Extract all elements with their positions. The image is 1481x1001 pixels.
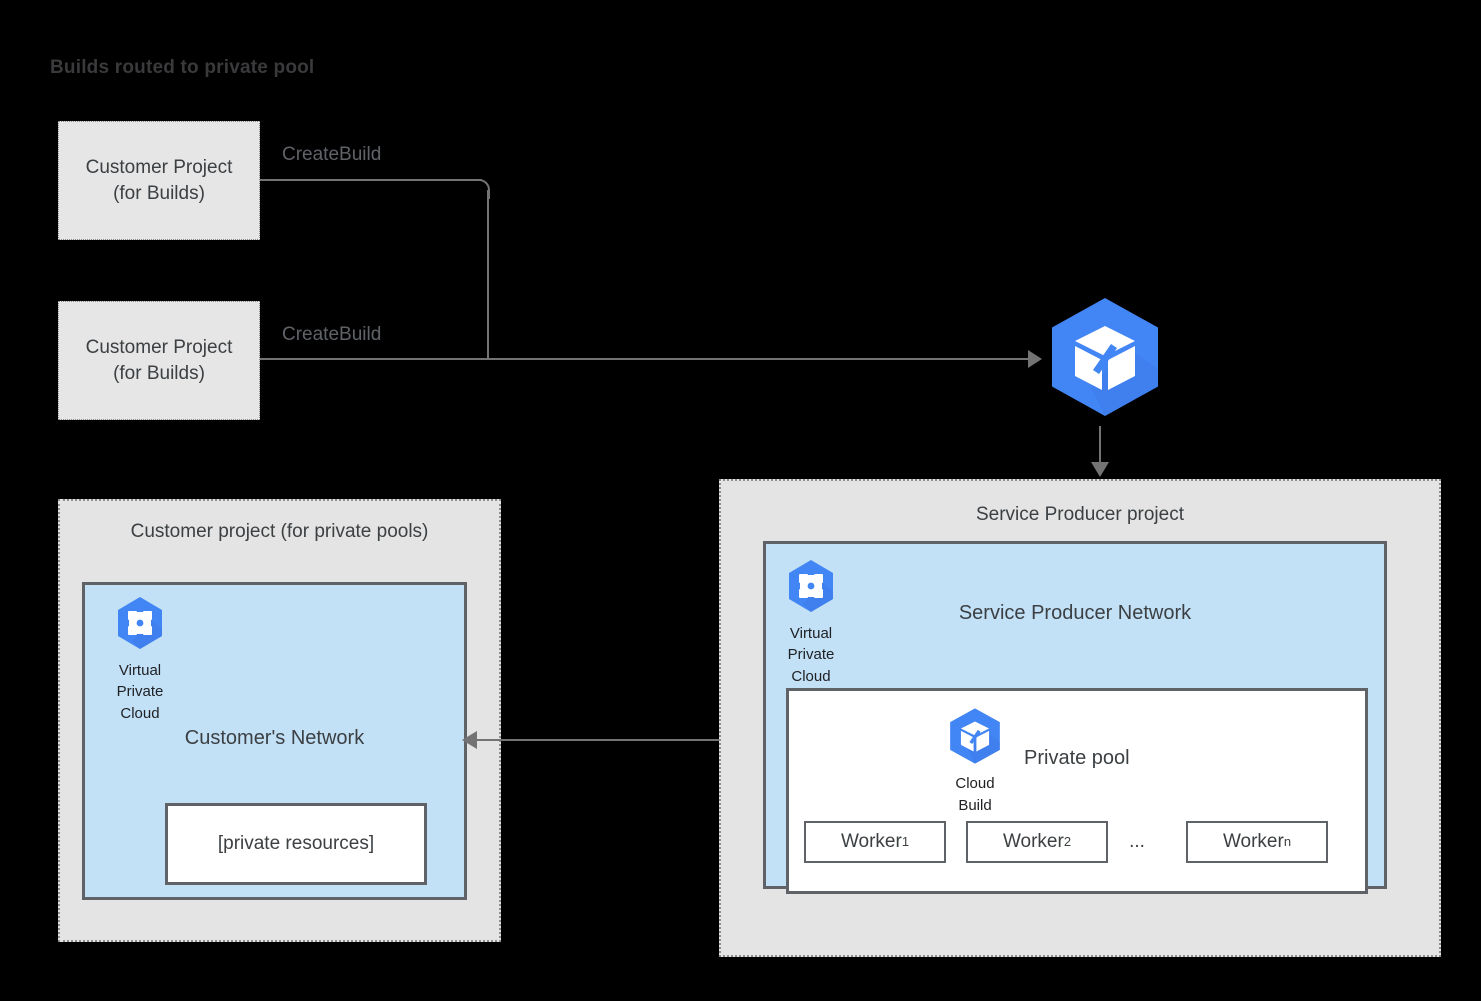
vpc-caption-line-2: Private bbox=[787, 646, 835, 664]
virtual-private-cloud-icon bbox=[789, 560, 833, 612]
createbuild-label-2: CreateBuild bbox=[282, 324, 382, 345]
cloud-build-group: Cloud Build bbox=[939, 705, 1011, 817]
arrow-head-peering-left bbox=[462, 731, 477, 749]
customer-project-builds-label-2: Customer Project (for Builds) bbox=[86, 335, 233, 385]
vpc-caption-line-1: Virtual bbox=[789, 625, 833, 642]
vpc-caption-line-3: Cloud bbox=[120, 704, 160, 722]
label-line-2: (for Builds) bbox=[113, 362, 205, 384]
customers-network-box[interactable]: Virtual Private Cloud Customer's Network… bbox=[82, 582, 467, 900]
page-title: Builds routed to private pool bbox=[50, 57, 315, 78]
customer-project-builds-label-1: Customer Project (for Builds) bbox=[86, 155, 233, 205]
cloud-build-icon bbox=[950, 708, 1000, 764]
vpc-caption-producer: Virtual Private Cloud bbox=[772, 623, 850, 687]
worker-label-1: Worker bbox=[840, 831, 902, 852]
private-resources-box[interactable]: [private resources] bbox=[165, 803, 427, 885]
private-resources-label: [private resources] bbox=[217, 833, 375, 854]
customer-private-pools-project-panel[interactable]: Customer project (for private pools) Vir… bbox=[58, 499, 501, 942]
private-pool-title: Private pool bbox=[1024, 747, 1130, 769]
customer-project-builds-box-1[interactable]: Customer Project (for Builds) bbox=[58, 121, 260, 240]
service-producer-project-panel[interactable]: Service Producer project Virtual Private bbox=[719, 479, 1441, 957]
customer-private-pools-project-title: Customer project (for private pools) bbox=[130, 521, 429, 542]
vpc-caption-customer: Virtual Private Cloud bbox=[101, 660, 179, 724]
connector-line-main bbox=[260, 358, 1035, 360]
connector-line-down bbox=[1099, 426, 1101, 468]
vpc-caption-line-3: Cloud bbox=[791, 667, 831, 685]
virtual-private-cloud-icon bbox=[118, 597, 162, 649]
service-producer-network-box[interactable]: Virtual Private Cloud Service Producer N… bbox=[763, 541, 1387, 894]
connector-line-top bbox=[260, 179, 482, 181]
arrow-head-to-service-producer bbox=[1091, 462, 1109, 477]
connector-line-vertical bbox=[487, 190, 489, 359]
cloud-build-caption-line-1: Cloud bbox=[955, 775, 995, 792]
worker-ellipsis: ... bbox=[1129, 831, 1145, 852]
customer-project-builds-box-2[interactable]: Customer Project (for Builds) bbox=[58, 301, 260, 420]
createbuild-label-1: CreateBuild bbox=[282, 144, 382, 165]
service-producer-network-title: Service Producer Network bbox=[958, 602, 1192, 624]
vpc-group-producer: Virtual Private Cloud bbox=[772, 558, 850, 687]
worker-label-n: Worker bbox=[1222, 831, 1284, 852]
label-line-1: Customer Project bbox=[85, 157, 233, 179]
cloud-build-icon[interactable] bbox=[1041, 293, 1169, 421]
arrow-head-to-cloud-build bbox=[1028, 350, 1042, 368]
vpc-caption-line-1: Virtual bbox=[118, 662, 162, 679]
network-peering-line bbox=[476, 739, 756, 741]
service-producer-project-title: Service Producer project bbox=[975, 504, 1185, 525]
worker-label-2: Worker bbox=[1002, 831, 1064, 852]
connector-corner bbox=[470, 179, 490, 199]
label-line-1: Customer Project bbox=[85, 337, 233, 359]
vpc-caption-line-2: Private bbox=[116, 683, 164, 701]
customers-network-title: Customer's Network bbox=[184, 727, 365, 749]
cloud-build-caption: Cloud Build bbox=[939, 773, 1011, 817]
cloud-build-caption-line-2: Build bbox=[958, 796, 992, 814]
vpc-group-customer: Virtual Private Cloud bbox=[101, 595, 179, 724]
label-line-2: (for Builds) bbox=[113, 182, 205, 204]
